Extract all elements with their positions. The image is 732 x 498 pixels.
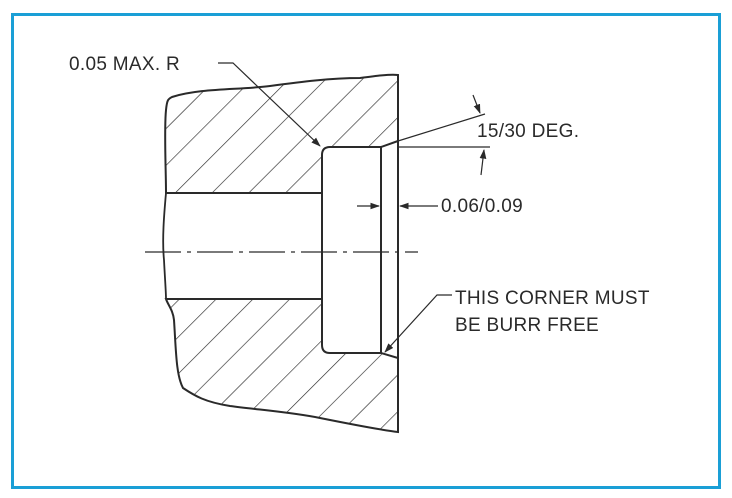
corner-note-line1: THIS CORNER MUST <box>455 288 650 309</box>
burr-leader <box>384 294 452 353</box>
chamfer-angle-label: 15/30 DEG. <box>477 121 580 142</box>
angle-arrow-top <box>472 94 481 114</box>
corner-note-line2: BE BURR FREE <box>455 315 600 336</box>
radius-callout-label: 0.05 MAX. R <box>69 54 181 75</box>
angle-arrow-bottom <box>479 149 487 176</box>
upper-section-hatch <box>164 73 399 194</box>
lower-section-hatch <box>164 298 399 434</box>
break-line <box>162 192 167 300</box>
chamfer-width-label: 0.06/0.09 <box>441 196 523 217</box>
radius-leader <box>218 62 321 147</box>
